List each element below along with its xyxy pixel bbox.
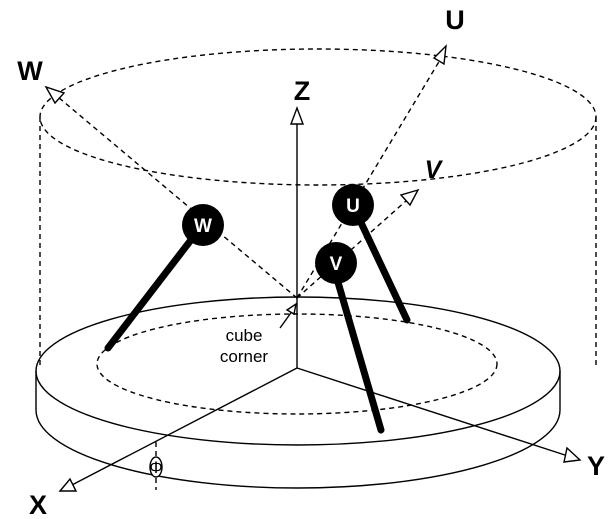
- x-axis-line: [69, 367, 298, 487]
- y-axis-arrowhead: [563, 446, 582, 463]
- v-axis-line: [296, 199, 408, 299]
- y-axis-line: [296, 367, 569, 457]
- x-axis-arrowhead: [58, 477, 78, 492]
- phi-symbol: Φ: [149, 458, 163, 477]
- axis-label-z: Z: [294, 76, 311, 106]
- cylinder-top-ellipse: [39, 48, 597, 186]
- ball-v-label: V: [330, 254, 343, 275]
- axis-label-u: U: [445, 5, 465, 35]
- leg-w: [104, 232, 198, 352]
- axis-label-w: W: [17, 56, 43, 86]
- leg-v: [331, 268, 385, 434]
- w-axis-arrowhead: [44, 85, 66, 105]
- base-disk-bottom-edge: [35, 409, 561, 489]
- leg-u: [352, 208, 411, 324]
- ball-w: [182, 204, 224, 246]
- axis-label-y: Y: [587, 451, 605, 481]
- z-axis-arrowhead: [289, 106, 305, 125]
- w-axis-line: [57, 96, 298, 299]
- cube-corner-pointer: [279, 309, 294, 329]
- ball-u: [332, 184, 374, 226]
- cube-corner-label-line1: cube: [226, 326, 263, 345]
- phi-marker-ring: [149, 456, 163, 478]
- axis-label-v: V: [425, 156, 444, 184]
- ball-w-label: W: [194, 216, 212, 237]
- u-axis-arrowhead: [432, 44, 447, 66]
- base-disk-top-front-edge: [35, 370, 561, 446]
- cube-corner-pointer-head: [285, 302, 298, 316]
- axis-label-x: X: [29, 490, 47, 519]
- v-axis-arrowhead: [399, 188, 420, 207]
- cube-corner-label-line2: corner: [220, 347, 269, 366]
- ball-v: [315, 242, 357, 284]
- ball-u-label: U: [346, 196, 360, 217]
